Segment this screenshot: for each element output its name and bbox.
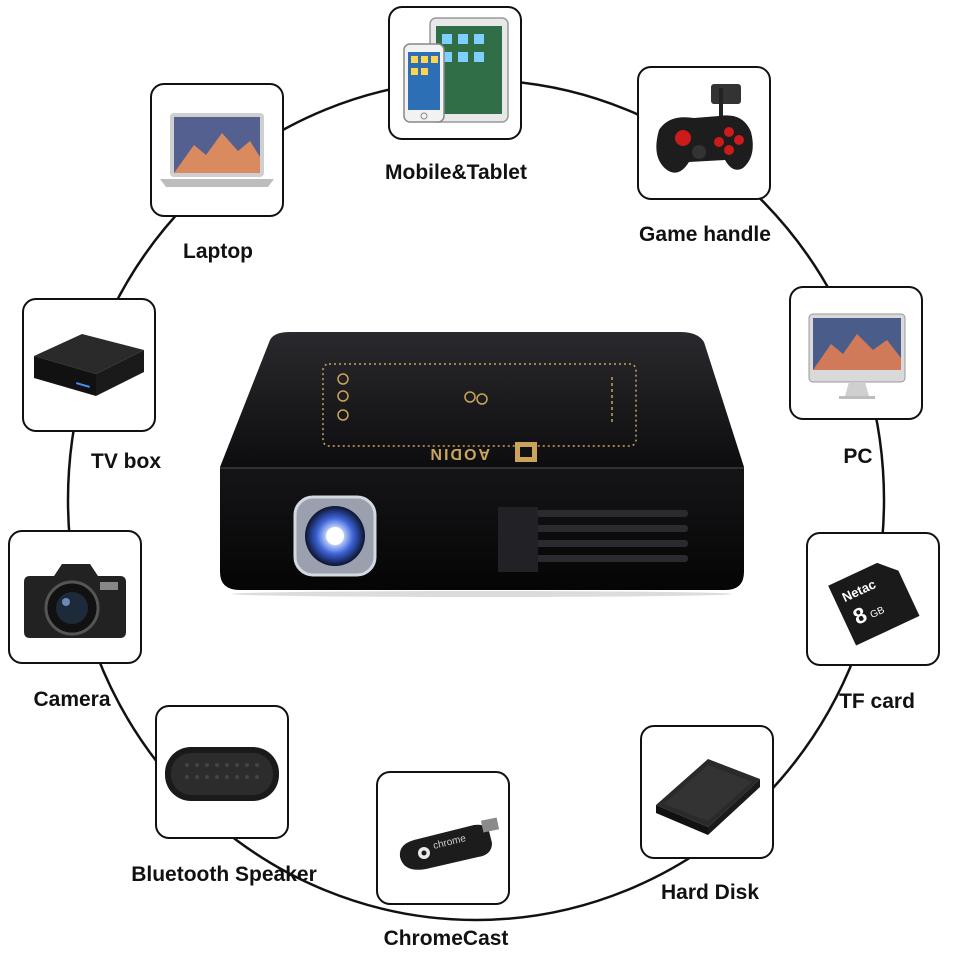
chromecast-icon: chrome xyxy=(399,817,500,870)
device-label: Bluetooth Speaker xyxy=(131,863,317,886)
device-label: PC xyxy=(843,445,873,468)
camera-icon xyxy=(24,564,126,638)
laptop-icon xyxy=(160,113,274,187)
device-label: ChromeCast xyxy=(383,927,509,950)
device-label: Camera xyxy=(33,688,111,711)
tile-camera xyxy=(8,530,142,664)
tile-laptop xyxy=(150,83,284,217)
tile-tv-box xyxy=(22,298,156,432)
tile-game-handle xyxy=(637,66,771,200)
desktop-computer-icon xyxy=(808,313,906,399)
tv-box-icon xyxy=(34,334,144,396)
tile-tf-card: Netac 8 GB xyxy=(806,532,940,666)
tile-mobile-tablet xyxy=(388,6,522,140)
device-label: TV box xyxy=(90,450,162,473)
tile-chromecast: chrome xyxy=(376,771,510,905)
tile-hard-disk xyxy=(640,725,774,859)
speaker-icon xyxy=(165,747,279,801)
device-label: Game handle xyxy=(639,223,771,246)
tile-pc xyxy=(789,286,923,420)
svg-text:AODIN: AODIN xyxy=(428,445,490,462)
hard-disk-icon xyxy=(656,759,760,835)
device-label: TF card xyxy=(839,690,915,713)
device-label: Laptop xyxy=(183,240,253,263)
projector-icon: AODIN xyxy=(220,332,744,597)
device-label: Mobile&Tablet xyxy=(385,161,527,184)
tile-bluetooth-speaker xyxy=(155,705,289,839)
device-label: Hard Disk xyxy=(660,881,760,904)
mobile-tablet-icon xyxy=(403,17,509,123)
sd-card-icon: Netac 8 GB xyxy=(828,562,920,646)
gamepad-icon xyxy=(656,84,753,173)
